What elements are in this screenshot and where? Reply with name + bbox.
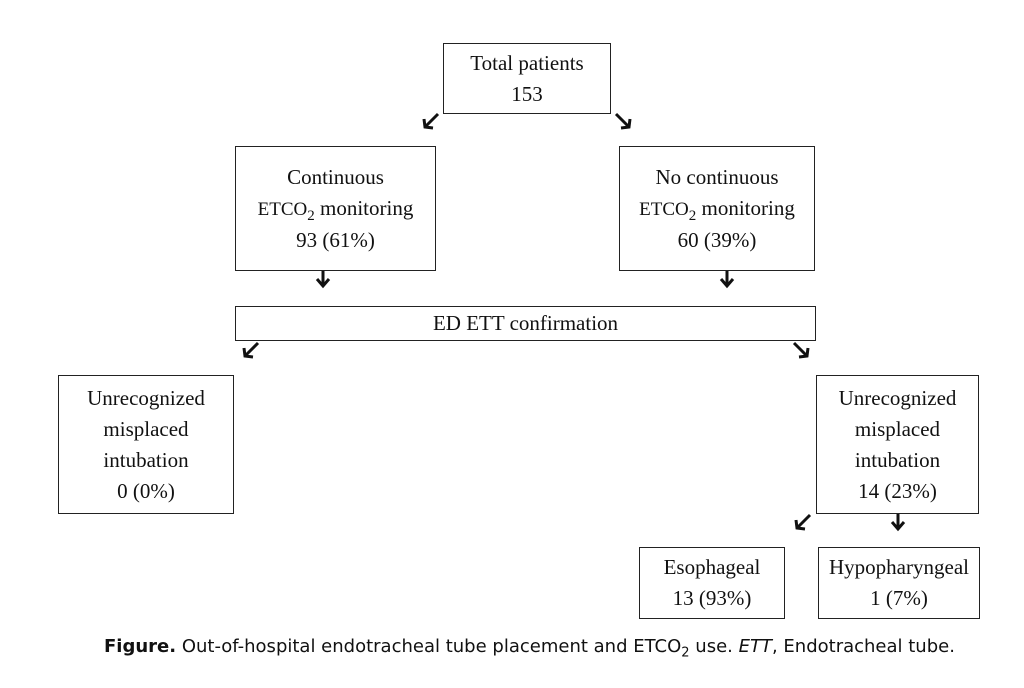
arrow-down-right-icon <box>612 110 634 132</box>
hypopharyngeal-box: Hypopharyngeal 1 (7%) <box>818 547 980 619</box>
esophageal-count: 13 (93%) <box>672 586 752 610</box>
continuous-metric: ETCO <box>257 198 308 220</box>
unrecognized-right-count: 14 (23%) <box>858 478 937 503</box>
caption-label: Figure. <box>104 636 177 657</box>
caption-text-c: , Endotracheal tube. <box>771 636 955 657</box>
arrow-down-icon <box>888 511 908 533</box>
continuous-metric-line: ETCO2 monitoring <box>258 193 414 225</box>
caption-text-a: Out-of-hospital endotracheal tube placem… <box>176 636 634 657</box>
arrow-down-icon <box>313 268 333 290</box>
caption-text-b: use. <box>689 636 739 657</box>
arrow-down-right-icon <box>790 339 812 361</box>
unrecognized-left-line1: Unrecognized <box>87 385 205 410</box>
no-continuous-count: 60 (39%) <box>677 227 757 252</box>
arrow-down-left-icon <box>792 511 814 533</box>
no-continuous-metric-sub: 2 <box>688 207 697 224</box>
esophageal-label: Esophageal <box>663 555 761 579</box>
no-continuous-label: No continuous <box>655 164 779 189</box>
unrecognized-left-line3: intubation <box>103 447 189 472</box>
total-patients-count: 153 <box>511 81 543 106</box>
unrecognized-right-box: Unrecognized misplaced intubation 14 (23… <box>816 375 979 514</box>
caption-metric-sub: 2 <box>681 645 690 661</box>
hypopharyngeal-count: 1 (7%) <box>870 586 928 610</box>
continuous-label: Continuous <box>287 164 384 189</box>
total-patients-label: Total patients <box>470 50 584 75</box>
continuous-metric-suffix: monitoring <box>314 195 414 220</box>
arrow-down-left-icon <box>240 339 262 361</box>
unrecognized-left-count: 0 (0%) <box>117 478 175 503</box>
unrecognized-right-line1: Unrecognized <box>838 385 957 410</box>
caption-abbr: ETT <box>738 636 772 657</box>
unrecognized-left-line2: misplaced <box>103 416 189 441</box>
arrow-down-left-icon <box>420 110 442 132</box>
hypopharyngeal-label: Hypopharyngeal <box>829 555 969 579</box>
esophageal-box: Esophageal 13 (93%) <box>639 547 785 619</box>
figure-caption: Figure. Out-of-hospital endotracheal tub… <box>104 636 1004 660</box>
unrecognized-right-line2: misplaced <box>854 416 941 441</box>
continuous-count: 93 (61%) <box>296 227 375 252</box>
no-continuous-metric-line: ETCO2 monitoring <box>639 193 795 225</box>
ed-ett-confirmation-label: ED ETT confirmation <box>432 311 619 335</box>
unrecognized-left-box: Unrecognized misplaced intubation 0 (0%) <box>58 375 234 514</box>
no-continuous-monitoring-box: No continuous ETCO2 monitoring 60 (39%) <box>619 146 815 271</box>
arrow-down-icon <box>717 268 737 290</box>
continuous-metric-sub: 2 <box>307 207 315 224</box>
caption-metric: ETCO <box>633 636 682 657</box>
no-continuous-metric: ETCO <box>639 198 689 220</box>
continuous-monitoring-box: Continuous ETCO2 monitoring 93 (61%) <box>235 146 436 271</box>
total-patients-box: Total patients 153 <box>443 43 611 114</box>
no-continuous-metric-suffix: monitoring <box>696 195 795 220</box>
ed-ett-confirmation-box: ED ETT confirmation <box>235 306 816 341</box>
unrecognized-right-line3: intubation <box>854 447 941 472</box>
